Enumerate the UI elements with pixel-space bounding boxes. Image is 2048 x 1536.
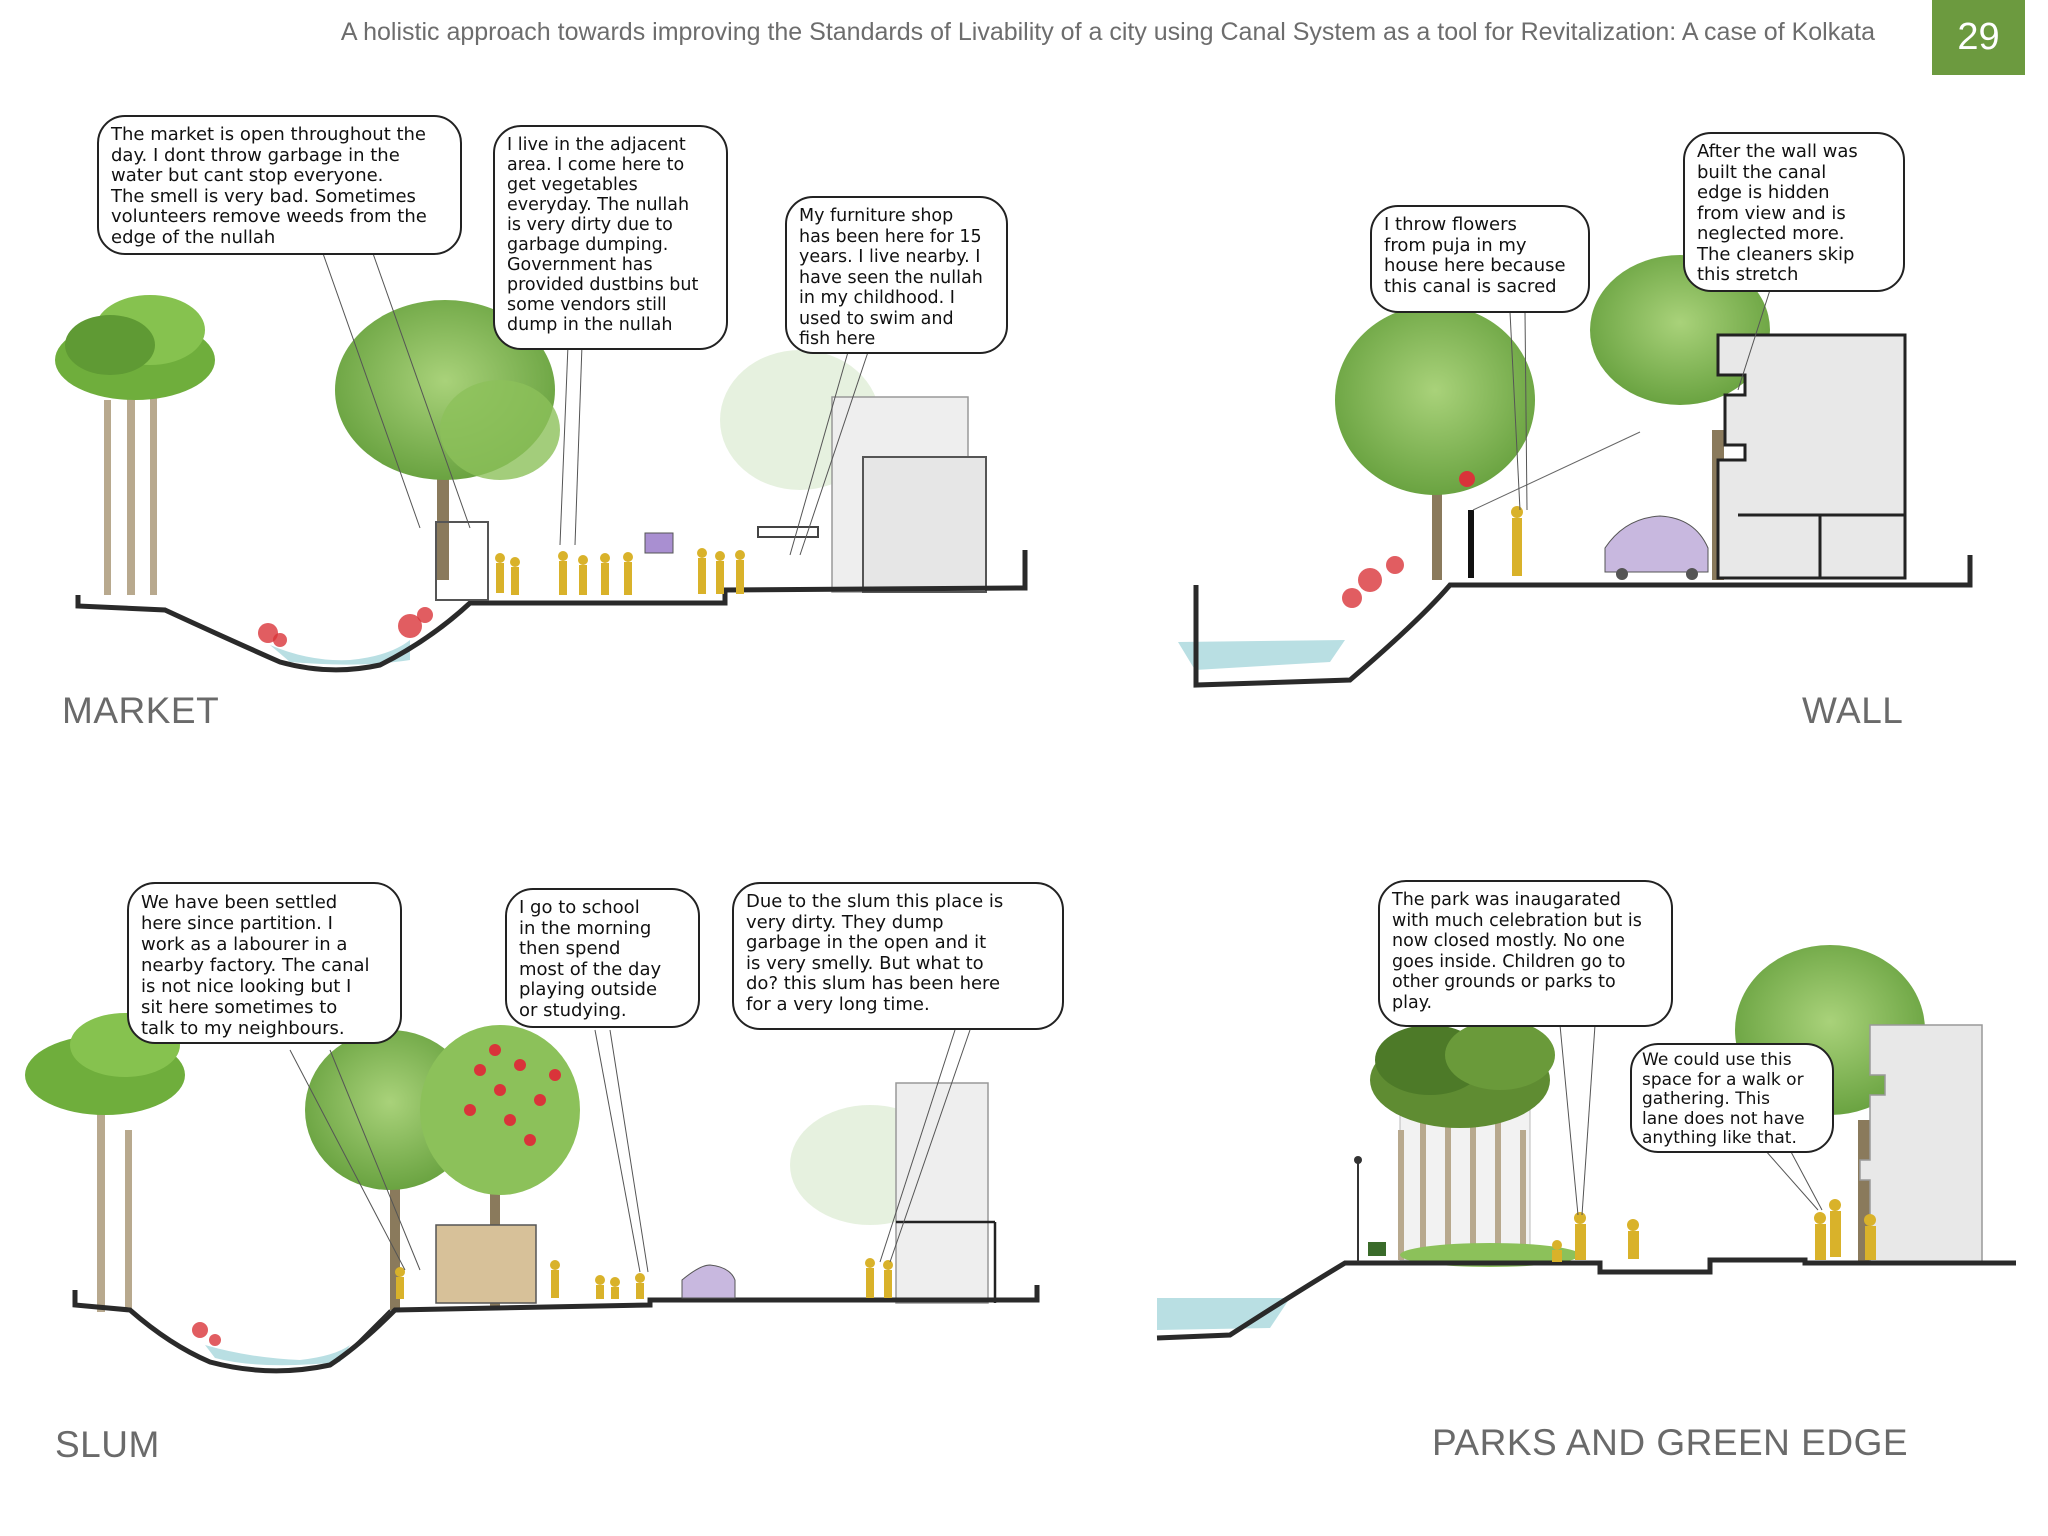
parks-quote-walk-space: We could use this space for a walk or ga… [1630,1043,1834,1153]
section-label-slum: SLUM [55,1424,160,1465]
slum-ground-section [72,1285,1040,1374]
parks-callout-lines [1559,1024,1823,1216]
market-palm-trees [55,295,215,595]
parks-building [1859,1024,1983,1263]
slum-people [395,1258,893,1299]
wall-section-diagram [1178,255,1973,688]
section-label-wall: WALL [1802,690,1904,731]
market-cart [644,532,674,554]
market-ground-section [75,550,1028,673]
slum-canal-water [205,1345,350,1366]
market-people [495,548,745,595]
parks-section-diagram [1156,945,2016,1341]
wall-building [1716,333,1907,580]
slum-section-diagram [25,1013,1040,1374]
parks-palm-grove [1370,1020,1555,1261]
market-callout-lines [319,244,869,556]
parks-ground-section [1156,1257,2016,1341]
slum-quote-student-text: I go to school in the morning then spend… [519,897,662,1021]
wall-quote-neglect-text: After the wall was built the canal edge … [1697,141,1858,285]
page-header-title: A holistic approach towards improving th… [340,18,1875,46]
wall-person-throwing [1511,506,1523,576]
market-quote-resident: I live in the adjacent area. I come here… [493,125,728,350]
slum-palm-trees [25,1013,185,1312]
parks-bin [1368,1242,1386,1256]
wall-quote-flowers: I throw flowers from puja in my house he… [1370,205,1590,313]
page-number: 29 [1957,16,2000,58]
parks-quote-closed-park: The park was inaugarated with much celeb… [1378,880,1673,1027]
parks-quote-walk-space-text: We could use this space for a walk or ga… [1642,1050,1805,1148]
wall-ground-section [1193,555,1973,688]
market-building-front [862,456,987,593]
parks-quote-closed-park-text: The park was inaugarated with much celeb… [1392,890,1642,1013]
market-quote-shop-owner: My furniture shop has been here for 15 y… [785,196,1008,354]
section-label-market: MARKET [62,690,220,731]
market-canal-water [270,640,410,665]
market-quote-shop-owner-text: My furniture shop has been here for 15 y… [799,206,983,349]
wall-thrown-flower [1459,471,1475,487]
wall-car [1604,515,1709,580]
market-shop-canopy [757,526,819,538]
slum-quote-neighbour-text: Due to the slum this place is very dirty… [746,891,1004,1015]
parks-people [1552,1199,1876,1262]
wall-tree-left [1335,305,1535,580]
market-quote-resident-text: I live in the adjacent area. I come here… [507,135,699,335]
wall-quote-flowers-text: I throw flowers from puja in my house he… [1384,214,1566,297]
market-vendor-stall [435,521,489,601]
wall-boundary [1468,510,1474,578]
slum-shack [435,1224,537,1304]
market-section-diagram [55,244,1028,673]
wall-canal-water [1178,640,1345,670]
slum-quote-labourer: We have been settled here since partitio… [127,882,402,1044]
section-label-parks: PARKS AND GREEN EDGE [1432,1422,1909,1463]
parks-canal-water [1157,1298,1290,1330]
page-number-badge: 29 [1932,0,2025,75]
slum-quote-student: I go to school in the morning then spend… [505,888,700,1028]
slum-quote-neighbour: Due to the slum this place is very dirty… [732,882,1064,1030]
slum-quote-labourer-text: We have been settled here since partitio… [141,892,370,1039]
slum-callout-lines [289,1029,971,1273]
slum-building [895,1082,989,1304]
market-central-tree [335,300,560,580]
wall-callout-lines [1509,289,1771,511]
market-quote-vendor: The market is open throughout the day. I… [97,115,462,255]
market-quote-vendor-text: The market is open throughout the day. I… [111,124,427,248]
slum-red-flower-tree [464,1044,561,1146]
slum-car [681,1264,736,1299]
wall-quote-neglect: After the wall was built the canal edge … [1683,132,1905,292]
